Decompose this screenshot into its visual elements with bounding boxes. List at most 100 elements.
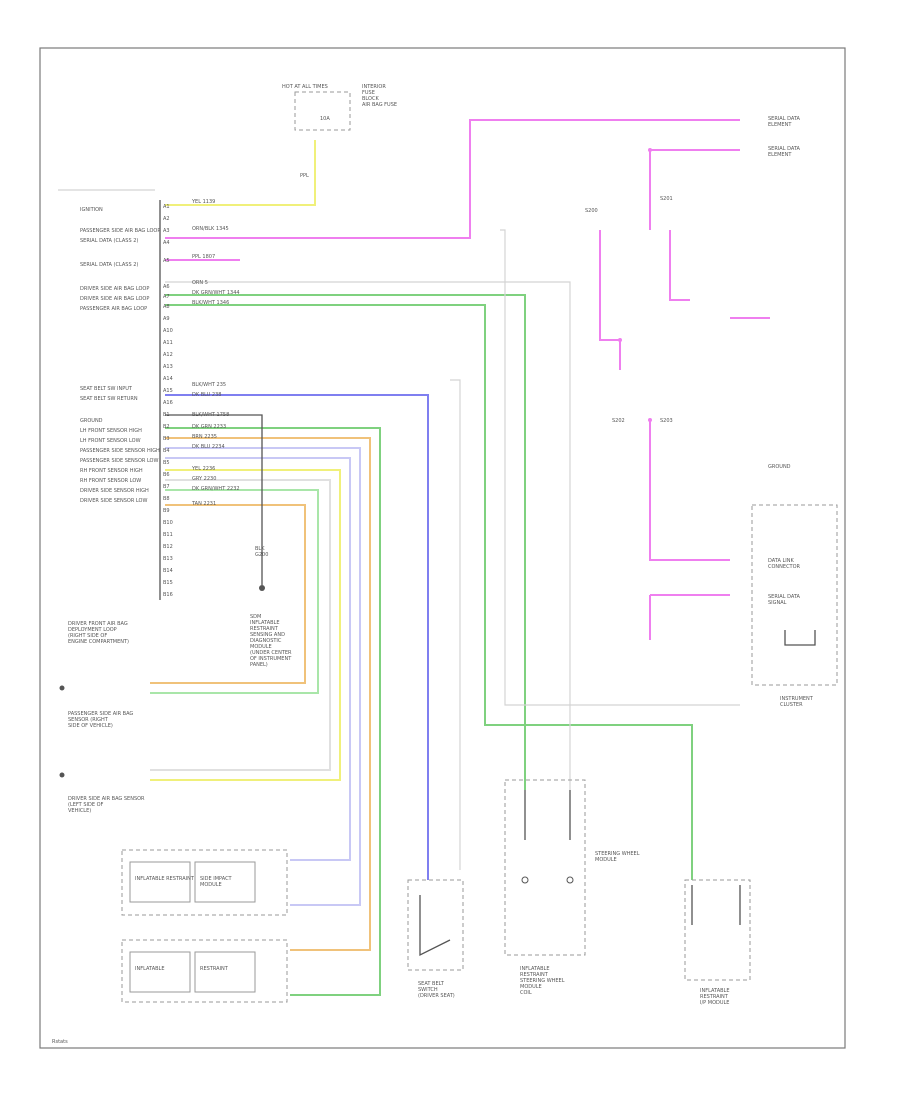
sensor-icon <box>59 772 65 778</box>
pin-number: B6 <box>163 472 170 478</box>
pin-label: SEAT BELT SW RETURN <box>80 396 138 402</box>
right-label: CLUSTER <box>780 702 803 708</box>
module-label-line: (UNDER CENTER <box>250 650 292 656</box>
left-block-line: SENSOR (RIGHT <box>68 717 109 723</box>
pin-label: DRIVER SIDE AIR BAG LOOP <box>80 286 149 292</box>
instrument-cluster: DATA LINK CONNECTOR SERIAL DATA SIGNAL G… <box>751 464 838 708</box>
right-top-label: SERIAL DATA <box>768 146 801 152</box>
wire-labels: YEL 1139 ORN/BLK 1345 PPL 1807 ORN 5 DK … <box>191 199 240 507</box>
pin-label: LH FRONT SENSOR HIGH <box>80 428 142 434</box>
connector-box-label: SIDE IMPACT <box>200 876 233 882</box>
wire-pink-right-d <box>669 230 690 301</box>
wire-green-lh-front <box>165 427 381 996</box>
pin-label: IGNITION <box>80 207 103 213</box>
splice-label: S202 <box>612 418 625 424</box>
pin-label: DRIVER SIDE SENSOR LOW <box>80 498 147 504</box>
diagram-frame <box>39 47 846 1049</box>
pin-number: B9 <box>163 508 170 514</box>
bottom-label: RESTRAINT <box>520 972 549 978</box>
pin-number: A13 <box>163 364 173 370</box>
pin-label: SERIAL DATA (CLASS 2) <box>80 238 138 244</box>
bottom-label: (DRIVER SEAT) <box>418 993 455 999</box>
page-code: Rstats <box>52 1039 68 1045</box>
wire-blue-seatbelt <box>165 394 429 880</box>
pin-label: RH FRONT SENSOR LOW <box>80 478 141 484</box>
module-label-line: MODULE <box>250 644 272 650</box>
clockspring-icon <box>566 876 574 884</box>
wire-label: YEL 2236 <box>191 466 215 472</box>
wire-pink-right-c <box>599 230 620 341</box>
left-block-line: (RIGHT SIDE OF <box>68 633 107 639</box>
pin-label: PASSENGER AIR BAG LOOP <box>80 306 147 312</box>
bottom-label: SEAT BELT <box>418 981 445 987</box>
right-top-label: ELEMENT <box>768 122 792 128</box>
pin-number: B15 <box>163 580 173 586</box>
connector-box-label: STEERING WHEEL <box>595 851 640 857</box>
pin-number: A6 <box>163 284 170 290</box>
left-block-line: (LEFT SIDE OF <box>68 802 104 808</box>
splice-dot <box>648 418 652 422</box>
bottom-label: INFLATABLE <box>520 966 550 972</box>
module-label-line: DIAGNOSTIC <box>250 638 282 644</box>
pin-label: RH FRONT SENSOR HIGH <box>80 468 143 474</box>
left-component-labels: DRIVER FRONT AIR BAG DEPLOYMENT LOOP (RI… <box>59 621 145 814</box>
right-top-labels: SERIAL DATA ELEMENT SERIAL DATA ELEMENT … <box>585 116 801 424</box>
splice-dot <box>618 338 622 342</box>
pin-label: LH FRONT SENSOR LOW <box>80 438 141 444</box>
pin-number: A3 <box>163 228 170 234</box>
pin-label: SERIAL DATA (CLASS 2) <box>80 262 138 268</box>
wire-label: ORN 5 <box>192 280 208 286</box>
bottom-label: INFLATABLE <box>700 988 730 994</box>
pin-number: B14 <box>163 568 173 574</box>
pin-number: B16 <box>163 592 173 598</box>
wire-black-ground <box>165 414 263 585</box>
wire-pink-serial-top <box>165 119 740 239</box>
module-label: SDM INFLATABLE RESTRAINT SENSING AND DIA… <box>250 614 292 668</box>
pin-number: A15 <box>163 388 173 394</box>
connector-box-label: INFLATABLE RESTRAINT <box>135 876 195 882</box>
wire-gray-right-a <box>450 379 461 870</box>
splice-label: S201 <box>660 196 673 202</box>
pin-number: A14 <box>163 376 173 382</box>
splice-dot <box>648 148 652 152</box>
wire-pink-right-g <box>649 420 730 561</box>
connector-box-label: MODULE <box>595 857 617 863</box>
module-label-line: SENSING AND <box>250 632 285 638</box>
wire-label: TAN 2231 <box>191 501 216 507</box>
top-connector-line: INTERIOR <box>362 84 386 90</box>
wire-gray-rh-front-low <box>150 479 331 771</box>
top-connector-line: HOT AT ALL TIMES <box>282 84 328 90</box>
top-connector-line: 10A <box>320 116 330 122</box>
module-label-line: RESTRAINT <box>250 626 279 632</box>
bottom-label: I/P MODULE <box>700 1000 729 1006</box>
right-label: SERIAL DATA <box>768 594 801 600</box>
wire-label: DK BLU 238 <box>192 392 221 398</box>
pin-number: B7 <box>163 484 170 490</box>
wire-gray-right-b <box>500 229 740 706</box>
left-block-line: VEHICLE) <box>68 808 91 814</box>
left-block-line: DEPLOYMENT LOOP <box>68 627 117 633</box>
pin-number: B5 <box>163 460 170 466</box>
left-block-line: DRIVER SIDE AIR BAG SENSOR <box>68 796 145 802</box>
sensor-icon <box>59 685 65 691</box>
wire-gray-right-c <box>165 281 571 790</box>
ground-label: BLK <box>255 546 265 552</box>
pin-number: A9 <box>163 316 170 322</box>
bottom-label: COIL <box>520 990 532 996</box>
connector-box-label: RESTRAINT <box>200 966 229 972</box>
wire-orange-driver-side-low <box>150 504 306 684</box>
right-top-label: SERIAL DATA <box>768 116 801 122</box>
left-block-line: ENGINE COMPARTMENT) <box>68 639 129 645</box>
pin-number: B10 <box>163 520 173 526</box>
pin-number: A1 <box>163 204 170 210</box>
wire-label: DK GRN/WHT 1344 <box>192 290 240 296</box>
top-connector-line: AIR BAG FUSE <box>362 102 397 108</box>
pin-number: B8 <box>163 496 170 502</box>
wire-green-driver-side-high <box>150 489 319 694</box>
wire-label: BLK/WHT 1758 <box>192 412 229 418</box>
bottom-label: STEERING WHEEL <box>520 978 565 984</box>
pin-number: B13 <box>163 556 173 562</box>
right-top-label: ELEMENT <box>768 152 792 158</box>
wire-label: YEL 1139 <box>191 199 215 205</box>
